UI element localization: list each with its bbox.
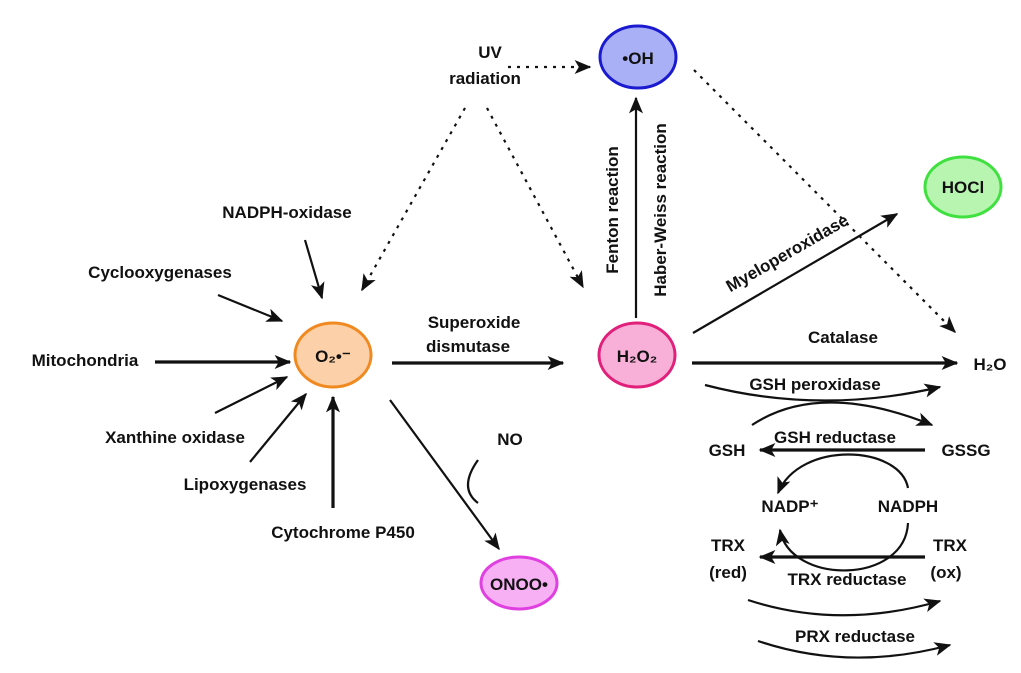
- gsh-label: GSH: [709, 441, 746, 460]
- superoxide-to-onoo-arrow: [389, 399, 500, 551]
- radiation-label: radiation: [449, 69, 521, 88]
- no-label: NO: [497, 430, 523, 449]
- gssg-label: GSSG: [941, 441, 990, 460]
- nadph-label: NADPH: [878, 497, 938, 516]
- source-cyclooxygenases: Cyclooxygenases: [88, 263, 232, 282]
- hydroxyl-label: •OH: [622, 49, 653, 68]
- node-peroxide: H₂O₂: [597, 321, 677, 389]
- nadph-oxidase-arrow: [303, 239, 325, 300]
- superoxide-label: O₂•⁻: [315, 347, 351, 366]
- mpo-arrow: [692, 213, 899, 334]
- trx-ox-label: TRX: [933, 536, 968, 555]
- no-join-curve: [466, 459, 479, 504]
- gpx-curve: [704, 383, 942, 402]
- catalase-label: Catalase: [808, 328, 878, 347]
- prx-label: PRX reductase: [795, 627, 915, 646]
- source-nadph-oxidase: NADPH-oxidase: [222, 203, 351, 222]
- gpx-label: GSH peroxidase: [749, 375, 880, 394]
- gr-label: GSH reductase: [774, 428, 896, 447]
- peroxide-label: H₂O₂: [617, 347, 658, 366]
- xanthine-oxidase-arrow: [214, 376, 289, 414]
- node-superoxide: O₂•⁻: [293, 321, 373, 389]
- trxr-label: TRX reductase: [787, 570, 906, 589]
- peroxynitrite-label: ONOO•: [490, 575, 548, 594]
- lipoxygenases-arrow: [249, 392, 307, 463]
- source-lipoxygenases: Lipoxygenases: [184, 475, 307, 494]
- uv-to-superoxide-arrow: [361, 107, 466, 292]
- nadp-label: NADP⁺: [761, 497, 818, 516]
- node-hocl: HOCl: [923, 155, 1003, 219]
- trx-red-state: (red): [709, 563, 747, 582]
- prx-curve: [757, 639, 952, 659]
- oh-to-water-arrow: [693, 69, 956, 333]
- trx-ox-state: (ox): [930, 563, 961, 582]
- fenton-label: Fenton reaction: [603, 146, 622, 274]
- uv-to-peroxide-arrow: [486, 107, 584, 289]
- source-mitochondria: Mitochondria: [32, 351, 139, 370]
- gsh-to-gssg-curve: [751, 401, 934, 427]
- trx-cycle-curve: [747, 598, 942, 617]
- mpo-label: Myeloperoxidase: [723, 211, 852, 296]
- source-xanthine-oxidase: Xanthine oxidase: [105, 428, 245, 447]
- cyclooxygenases-arrow: [217, 293, 284, 323]
- sod-label-2: dismutase: [426, 337, 510, 356]
- hocl-label: HOCl: [942, 178, 985, 197]
- nadph-to-nadp-curve-lower: [775, 522, 910, 572]
- haber-weiss-label: Haber-Weiss reaction: [651, 123, 670, 297]
- node-peroxynitrite: ONOO•: [479, 555, 559, 611]
- water-label: H₂O: [973, 355, 1006, 374]
- trx-red-label: TRX: [711, 536, 746, 555]
- sod-label-1: Superoxide: [428, 313, 521, 332]
- uv-label: UV: [478, 43, 502, 62]
- nadph-to-nadp-curve-upper: [776, 453, 910, 495]
- source-cytochrome-p450: Cytochrome P450: [271, 523, 415, 542]
- node-hydroxyl: •OH: [598, 24, 678, 90]
